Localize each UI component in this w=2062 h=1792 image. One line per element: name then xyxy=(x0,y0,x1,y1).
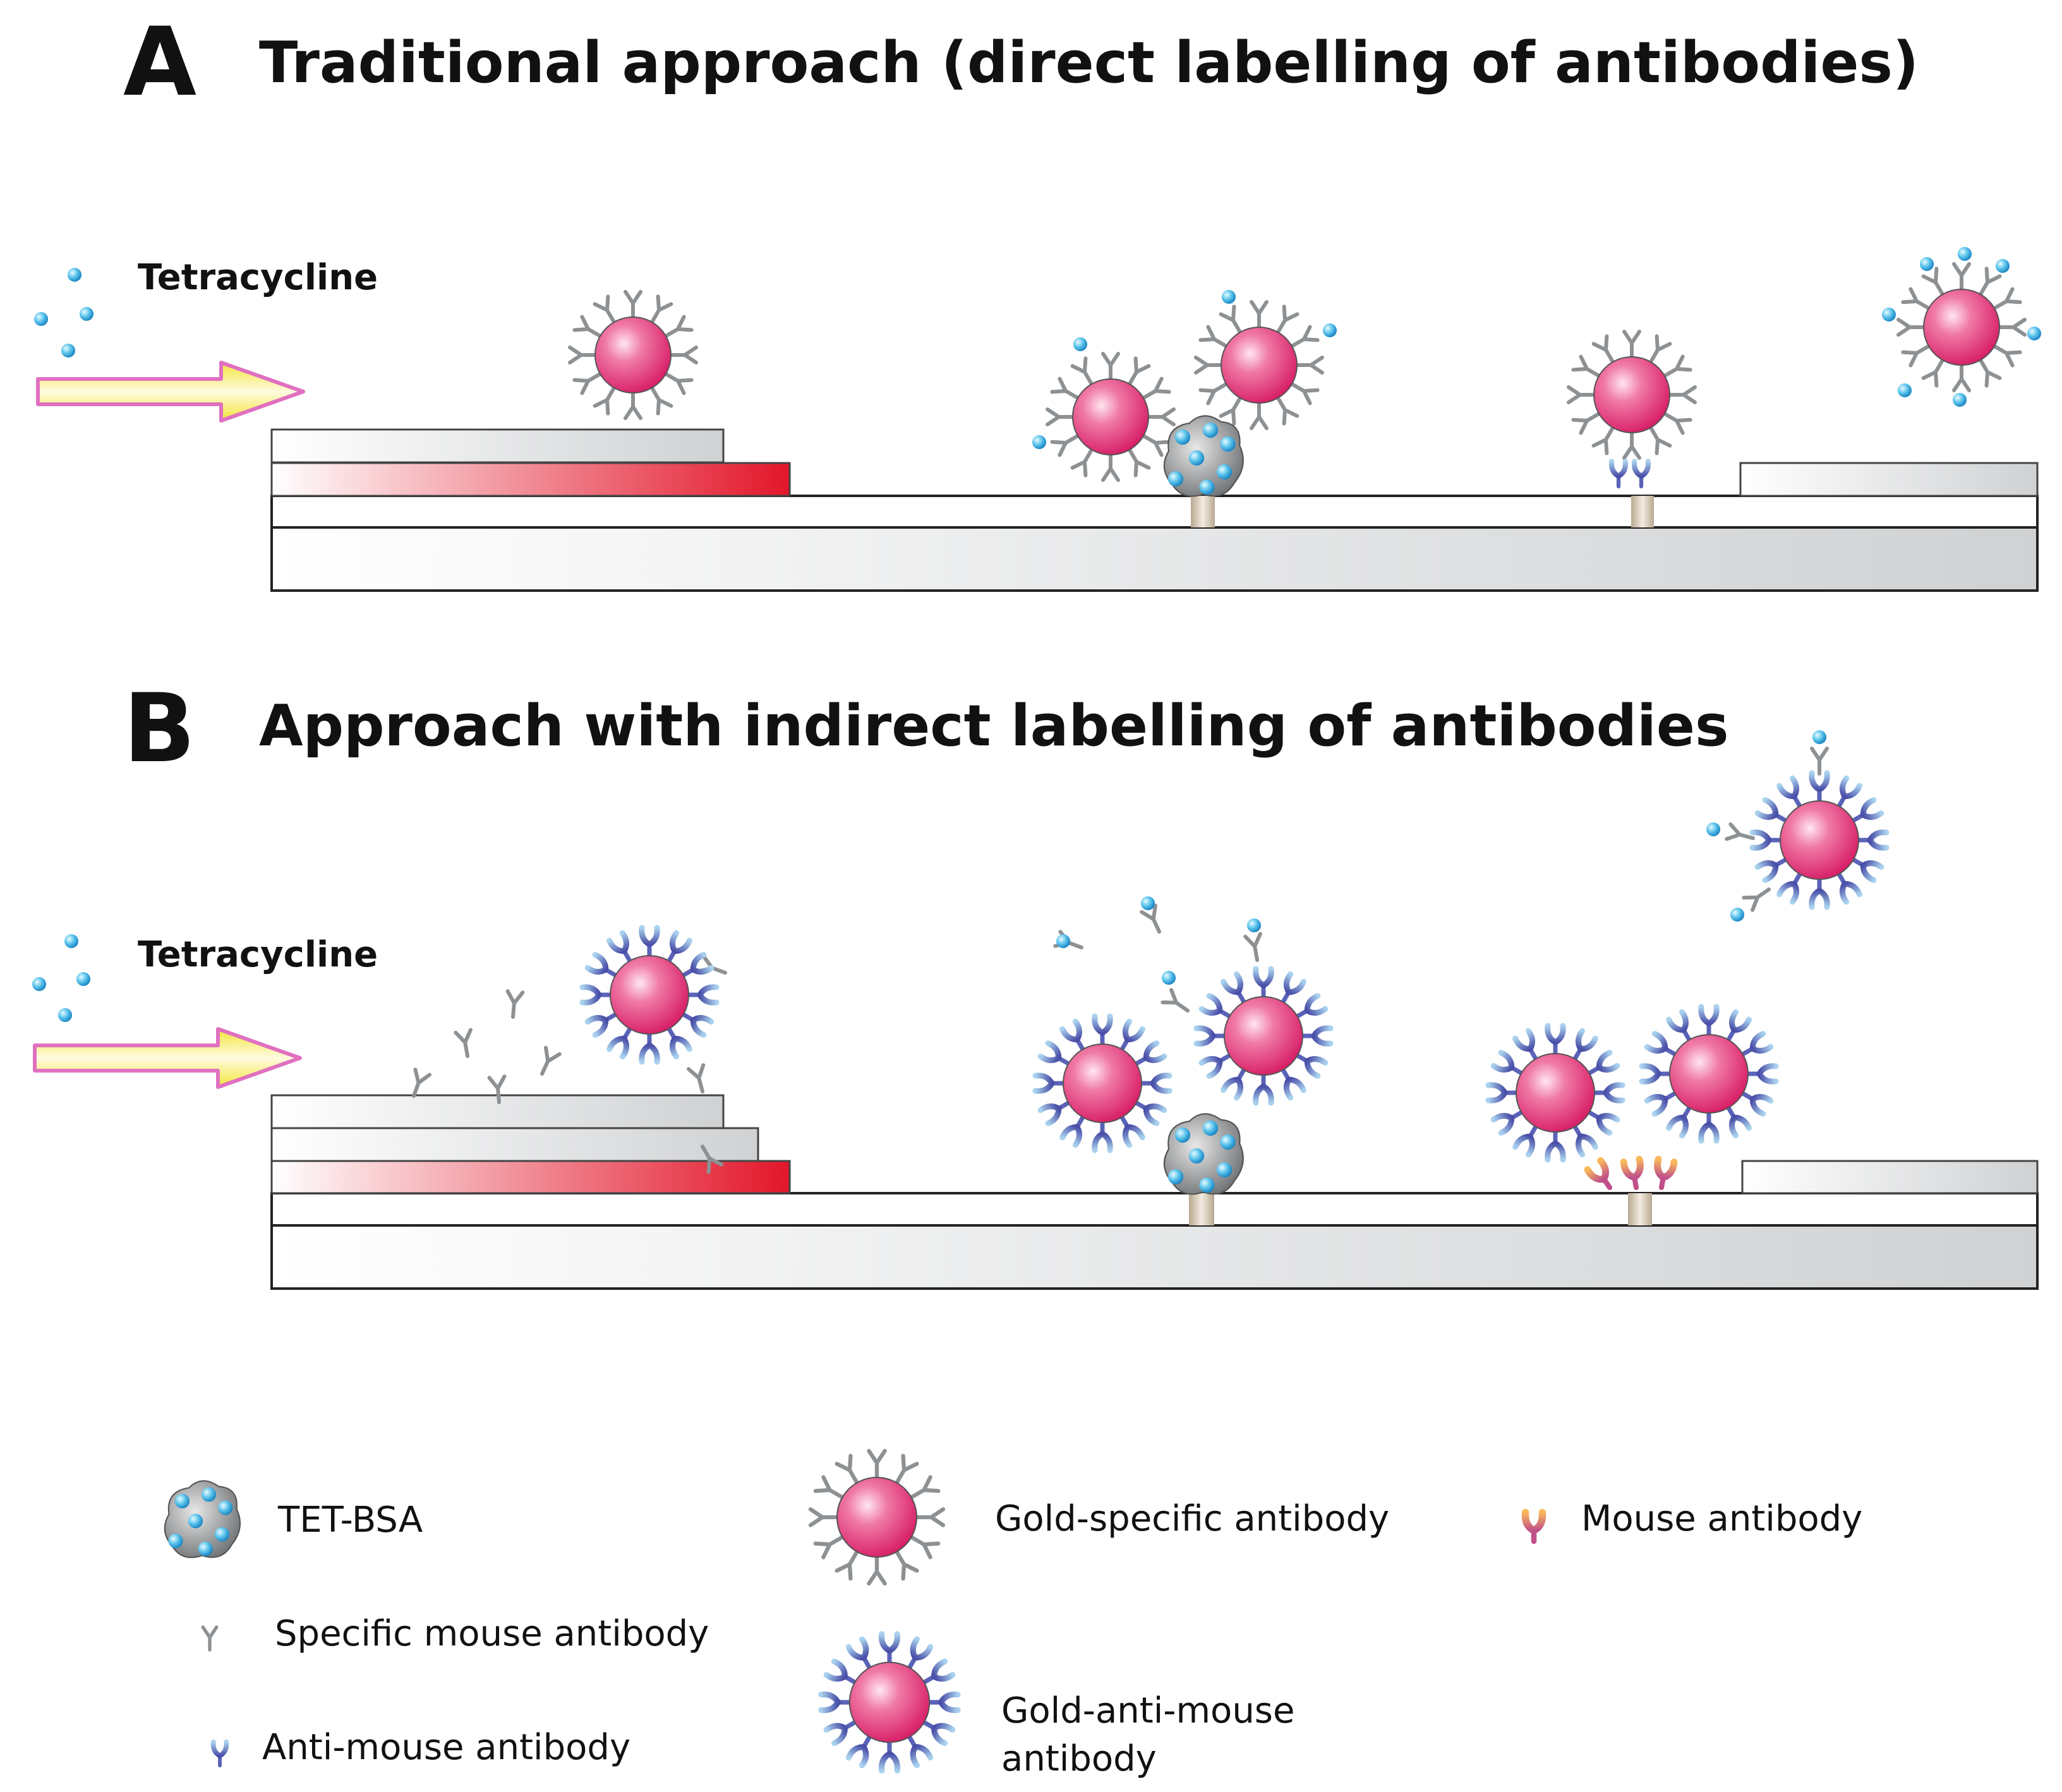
gold-specific-particle-saturated xyxy=(1882,247,2041,407)
legend-specific-mouse-antibody-icon xyxy=(203,1627,217,1650)
legend-gold-anti-mouse-label-line2: antibody xyxy=(1001,1738,1157,1779)
gold-specific-particle xyxy=(570,292,696,418)
analyte-label-b: Tetracycline xyxy=(138,934,378,975)
legend-tet-bsa-label: TET-BSA xyxy=(277,1500,423,1541)
mouse-antibody-pad-b xyxy=(270,1127,759,1162)
legend-tet-bsa-icon xyxy=(165,1481,240,1557)
gold-specific-particle xyxy=(1047,354,1174,480)
panel-b-letter: B xyxy=(123,674,195,784)
legend-gold-anti-mouse-icon xyxy=(821,1634,958,1771)
absorbent-pad-a xyxy=(1739,462,2039,497)
gold-anti-mouse-particle xyxy=(1197,969,1330,1103)
control-line-post-a xyxy=(1631,496,1654,527)
legend-specific-mouse-antibody-label: Specific mouse antibody xyxy=(275,1613,709,1654)
legend-mouse-antibody-label: Mouse antibody xyxy=(1581,1498,1862,1539)
panel-a-letter: A xyxy=(123,8,196,117)
panel-a-title: Traditional approach (direct labelling o… xyxy=(259,30,1919,96)
test-strip-b xyxy=(270,1094,2039,1290)
absorbent-pad-b xyxy=(1741,1160,2039,1194)
flow-arrow-a xyxy=(38,363,303,421)
gold-anti-mouse-particle xyxy=(582,928,716,1062)
test-line-post-b xyxy=(1189,1193,1214,1225)
tet-bsa-test-line-a xyxy=(1164,416,1243,496)
gold-specific-particle xyxy=(1569,332,1695,458)
flow-arrow-b xyxy=(35,1029,300,1087)
mouse-antibody-control-line-b xyxy=(1588,1159,1674,1192)
tetracycline-dots-a xyxy=(34,268,93,358)
gold-anti-mouse-particle xyxy=(1488,1026,1622,1160)
test-line-post-a xyxy=(1191,496,1215,527)
gold-anti-mouse-particle-saturated xyxy=(1706,730,1886,922)
legend-gold-specific-label: Gold-specific antibody xyxy=(995,1498,1389,1539)
specific-mouse-antibody-with-analyte xyxy=(1055,896,1265,1017)
legend-anti-mouse-antibody-label: Anti-mouse antibody xyxy=(262,1727,630,1768)
gold-anti-mouse-particle xyxy=(1035,1016,1169,1150)
tetracycline-dots-b xyxy=(32,934,90,1022)
anti-mouse-control-line-a xyxy=(1612,461,1648,486)
legend-anti-mouse-antibody-icon xyxy=(214,1742,227,1765)
analyte-label-a: Tetracycline xyxy=(138,257,378,298)
gold-anti-mouse-particle xyxy=(1642,1007,1776,1141)
conjugate-pad-a xyxy=(270,462,791,497)
legend-gold-specific-icon xyxy=(811,1451,943,1584)
sample-pad-a xyxy=(270,428,725,464)
legend: TET-BSA Specific mouse antibody Anti-mou… xyxy=(165,1451,1862,1779)
control-line-post-b xyxy=(1628,1193,1652,1225)
legend-mouse-antibody-icon xyxy=(1525,1512,1542,1541)
legend-gold-anti-mouse-label-line1: Gold-anti-mouse xyxy=(1001,1690,1294,1731)
tet-bsa-test-line-b xyxy=(1164,1114,1243,1194)
test-strip-a xyxy=(270,428,2039,592)
panel-b-title: Approach with indirect labelling of anti… xyxy=(259,693,1729,759)
sample-pad-b xyxy=(270,1094,725,1129)
conjugate-pad-b xyxy=(270,1160,791,1194)
gold-specific-particle xyxy=(1196,302,1322,428)
